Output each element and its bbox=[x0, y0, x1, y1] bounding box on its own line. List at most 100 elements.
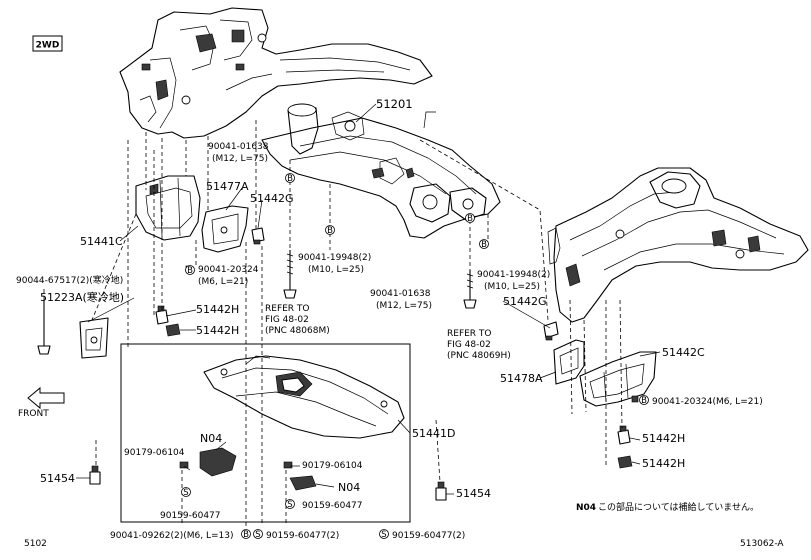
label-90041-01638-mid: 90041-01638 bbox=[370, 289, 431, 299]
label-51454-right: 51454 bbox=[456, 487, 491, 500]
label-refer-right-1: REFER TO bbox=[447, 329, 492, 339]
label-90041-20324-right: 90041-20324(M6, L=21) bbox=[652, 397, 763, 407]
svg-text:S: S bbox=[183, 488, 188, 498]
label-90041-20324-left-sub: (M6, L=21) bbox=[198, 277, 248, 287]
label-51454-left: 51454 bbox=[40, 472, 75, 485]
label-51441c: 51441C bbox=[80, 235, 123, 248]
assembly-lines bbox=[43, 120, 623, 526]
label-90041-01638-top-sub: (M12, L=75) bbox=[212, 154, 268, 164]
svg-text:B: B bbox=[481, 240, 487, 250]
label-51442h-3: 51442H bbox=[642, 432, 685, 445]
svg-text:B: B bbox=[243, 530, 249, 540]
leader-lines bbox=[76, 103, 661, 495]
marker-b-7: B bbox=[241, 529, 251, 540]
svg-text:2WD: 2WD bbox=[36, 41, 60, 51]
label-90041-19948-mid: 90041-19948(2) bbox=[298, 253, 371, 263]
label-51442h-4: 51442H bbox=[642, 457, 685, 470]
label-51478a: 51478A bbox=[500, 372, 543, 385]
marker-s-1: S bbox=[181, 487, 191, 498]
clip-51442h-right-1 bbox=[617, 425, 631, 445]
detail-box bbox=[120, 343, 411, 523]
svg-text:S: S bbox=[287, 500, 292, 510]
label-90044-67517: 90044-67517(2)(寒冷地) bbox=[16, 274, 123, 286]
label-51442h-1: 51442H bbox=[196, 303, 239, 316]
under-cover-51441d bbox=[203, 355, 405, 439]
upper-body-frame bbox=[119, 7, 433, 139]
svg-text:S: S bbox=[255, 530, 260, 540]
crossmember-51201 bbox=[261, 103, 501, 239]
label-refer-left-1: REFER TO bbox=[265, 304, 310, 314]
marker-b-2: B bbox=[325, 225, 335, 236]
label-51442h-2: 51442H bbox=[196, 324, 239, 337]
shield-51478a bbox=[553, 339, 585, 385]
label-90041-01638-top: 90041-01638 bbox=[208, 142, 269, 152]
label-90159-60477-right: 90159-60477 bbox=[302, 501, 363, 511]
bolt-90041-20324-right bbox=[631, 395, 639, 403]
clip-51442h-left-2 bbox=[165, 323, 181, 337]
label-90041-19948-right-sub: (M10, L=25) bbox=[484, 282, 540, 292]
part-n04-left bbox=[179, 447, 237, 477]
label-51441d: 51441D bbox=[412, 427, 455, 440]
label-51477a: 51477A bbox=[206, 180, 249, 193]
label-51442g-right: 51442G bbox=[503, 295, 547, 308]
bolt-90041-19948-mid bbox=[283, 250, 297, 299]
marker-b-6: B bbox=[639, 395, 649, 406]
label-90041-20324-left: 90041-20324 bbox=[198, 265, 259, 275]
label-90041-09262: 90041-09262(2)(M6, L=13) bbox=[110, 531, 234, 541]
marker-b-4: B bbox=[479, 239, 489, 250]
marker-s-3: S bbox=[253, 529, 263, 540]
footer-note-text: この部品については補給していません。 bbox=[598, 501, 759, 513]
front-arrow: FRONT bbox=[18, 386, 65, 419]
label-51442c: 51442C bbox=[662, 346, 705, 359]
marker-s-2: S bbox=[285, 499, 295, 510]
clip-51442g-right bbox=[543, 321, 559, 341]
svg-text:FRONT: FRONT bbox=[18, 409, 49, 419]
label-51201: 51201 bbox=[376, 97, 413, 111]
label-90179-06104-left: 90179-06104 bbox=[124, 448, 185, 458]
clip-51442h-left-1 bbox=[155, 305, 169, 325]
label-refer-right-3: (PNC 48069H) bbox=[447, 351, 511, 361]
label-refer-right-2: FIG 48-02 bbox=[447, 340, 491, 350]
label-n04-left: N04 bbox=[200, 432, 222, 445]
svg-text:S: S bbox=[381, 530, 386, 540]
svg-text:B: B bbox=[327, 226, 333, 236]
part-labels: 51201 90041-01638 (M12, L=75) 51477A 514… bbox=[16, 97, 763, 541]
cover-51223a bbox=[79, 317, 109, 359]
label-90159-60477-bot2: 90159-60477(2) bbox=[392, 531, 465, 541]
svg-text:B: B bbox=[467, 214, 473, 224]
footer-right: 513062-A bbox=[740, 539, 784, 549]
bolt-90044-67517 bbox=[37, 300, 51, 355]
splash-shield-51441c bbox=[135, 175, 201, 241]
label-90041-19948-mid-sub: (M10, L=25) bbox=[308, 265, 364, 275]
label-n04-right: N04 bbox=[338, 481, 360, 494]
part-n04-right bbox=[283, 461, 317, 491]
footer-left: 5102 bbox=[24, 539, 47, 549]
clip-51454-right bbox=[435, 481, 447, 501]
bolt-90041-01638-mid bbox=[463, 270, 477, 309]
label-90041-01638-mid-sub: (M12, L=75) bbox=[376, 301, 432, 311]
right-body-frame bbox=[547, 167, 809, 323]
badge-2wd: 2WD bbox=[32, 35, 63, 52]
label-90041-19948-right: 90041-19948(2) bbox=[477, 270, 550, 280]
splash-shield-51442c bbox=[579, 351, 657, 407]
svg-text:B: B bbox=[641, 396, 647, 406]
marker-s-4: S bbox=[379, 529, 389, 540]
label-refer-left-3: (PNC 48068M) bbox=[265, 326, 330, 336]
footer: N04 この部品については補給していません。 5102 513062-A bbox=[24, 501, 784, 549]
clip-51442h-right-2 bbox=[617, 455, 633, 469]
clip-51442g-left bbox=[251, 227, 265, 245]
marker-b-3: B bbox=[185, 265, 195, 276]
label-90179-06104-right: 90179-06104 bbox=[302, 461, 363, 471]
svg-text:B: B bbox=[187, 266, 193, 276]
shield-51477a bbox=[201, 205, 249, 253]
clip-51454-left bbox=[89, 465, 101, 485]
footer-note-code: N04 bbox=[576, 503, 596, 513]
label-90159-60477-left: 90159-60477 bbox=[160, 511, 221, 521]
label-refer-left-2: FIG 48-02 bbox=[265, 315, 309, 325]
label-90159-60477-bot: 90159-60477(2) bbox=[266, 531, 339, 541]
marker-b-5: B bbox=[465, 213, 475, 224]
label-51442g-left: 51442G bbox=[250, 192, 294, 205]
marker-b-1: B bbox=[285, 173, 295, 184]
label-51223a: 51223A(寒冷地) bbox=[40, 290, 124, 304]
